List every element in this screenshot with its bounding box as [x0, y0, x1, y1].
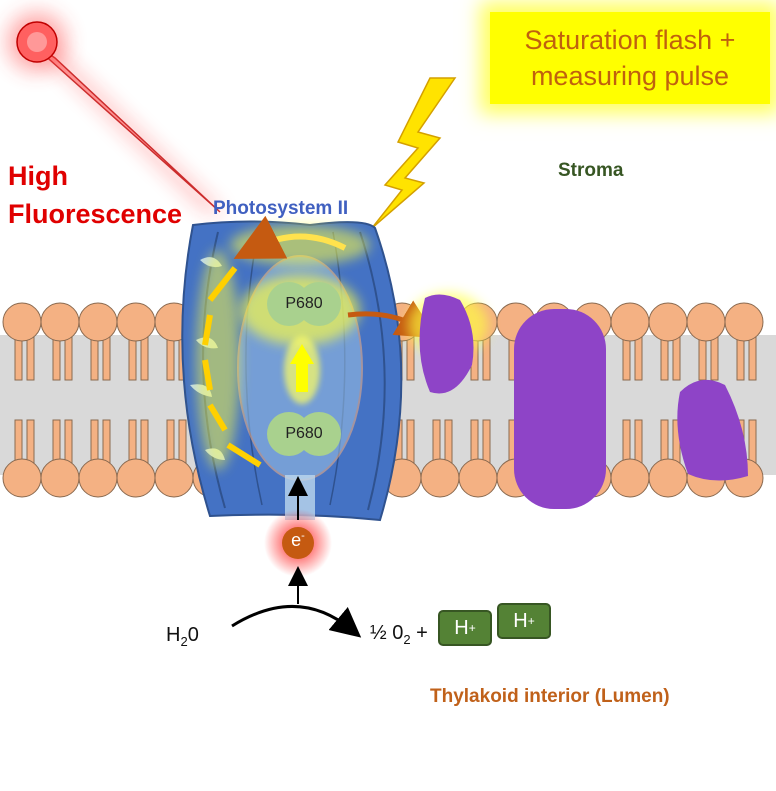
lipid-head: [78, 302, 118, 342]
p680-upper: [267, 282, 341, 326]
p680-lower-label: P680: [285, 425, 323, 442]
lipid-head: [686, 302, 726, 342]
small-complex: [677, 379, 748, 481]
lumen-label: Thylakoid interior (Lumen): [430, 686, 670, 707]
flash-line-1: Saturation flash +: [524, 25, 736, 55]
water-label: H20: [166, 624, 199, 649]
electron-label: e-: [291, 530, 305, 550]
lipid-head: [610, 302, 650, 342]
lightning-bolt-icon: [371, 77, 457, 229]
lipid-head: [2, 302, 42, 342]
lipid-head: [40, 302, 80, 342]
high-fluorescence-label: High Fluorescence: [8, 157, 182, 233]
fluorescence-line-2: Fluorescence: [8, 199, 183, 229]
lipid-head: [648, 458, 688, 498]
fluorescence-line-1: High: [8, 161, 68, 191]
lipid-head: [648, 302, 688, 342]
stroma-label: Stroma: [558, 160, 624, 181]
lipid-head: [458, 458, 498, 498]
proton-badge: H+: [497, 603, 551, 639]
lipid-head: [610, 458, 650, 498]
fluorescence-beam: [7, 12, 225, 215]
flash-line-2: measuring pulse: [530, 61, 730, 91]
lipid-head: [116, 302, 156, 342]
cytochrome-complex: [514, 309, 606, 509]
lipid-head: [154, 458, 194, 498]
proton-badge: H+: [438, 610, 492, 646]
plastoquinone-complex: [408, 293, 488, 394]
excitation-arrow: [284, 336, 320, 404]
lipid-head: [40, 458, 80, 498]
p680-lower: [267, 412, 341, 456]
p680-upper-label: P680: [285, 295, 323, 312]
lipid-head: [78, 458, 118, 498]
water-split-curve: [231, 605, 362, 638]
lipid-head: [116, 458, 156, 498]
photosystem-label: Photosystem II: [213, 198, 349, 219]
lipid-head: [724, 302, 764, 342]
lipid-head: [2, 458, 42, 498]
lipid-head: [420, 458, 460, 498]
saturation-flash-label: Saturation flash + measuring pulse: [490, 12, 770, 104]
oxygen-label: ½ 02 +: [370, 622, 428, 647]
electron: [282, 527, 314, 559]
